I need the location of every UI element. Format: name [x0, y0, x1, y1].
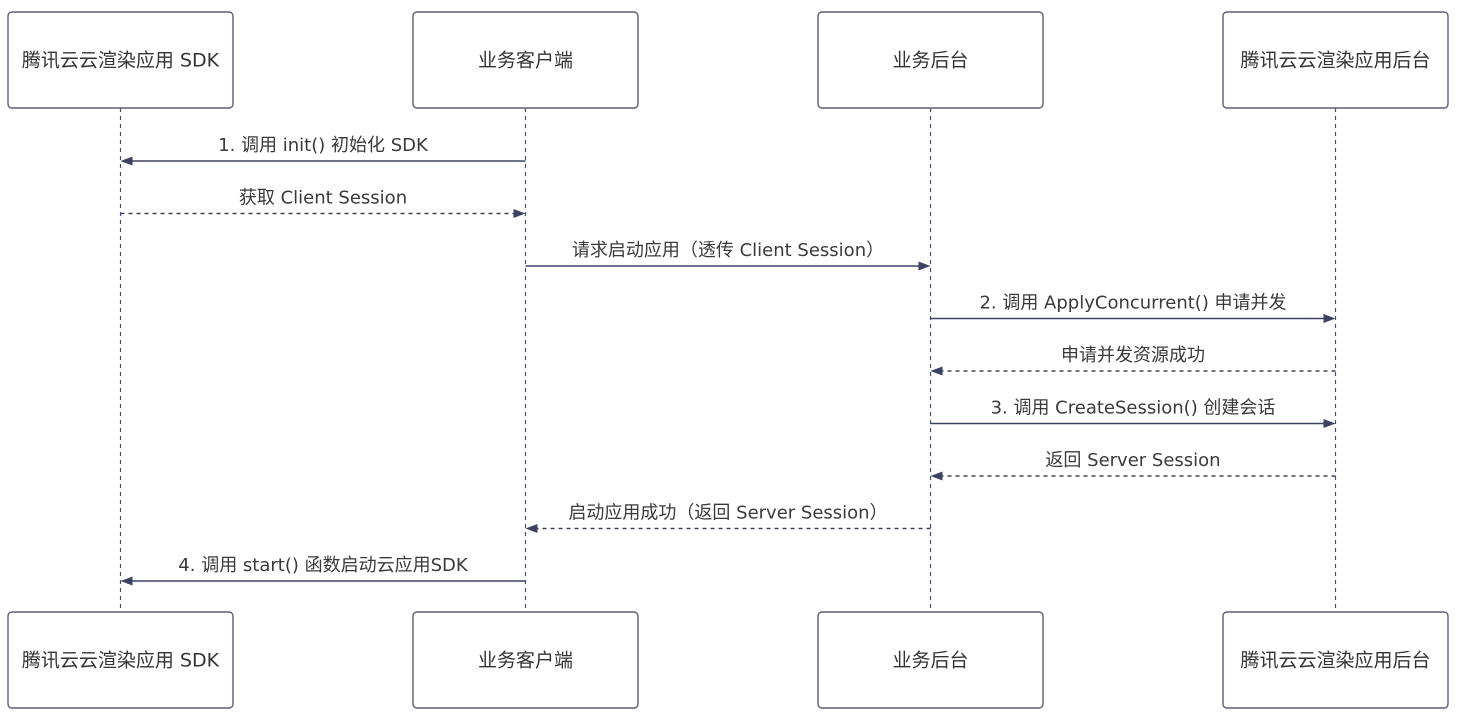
lifelines — [119, 108, 1337, 612]
participant-bottom-client: 业务客户端 — [412, 611, 639, 709]
arrowhead-icon — [1323, 419, 1336, 428]
message-1: 1. 调用 init() 初始化 SDK — [120, 135, 526, 166]
participant-label: 业务后台 — [892, 650, 968, 672]
message-2: 获取 Client Session — [120, 188, 526, 218]
participant-box — [7, 11, 234, 109]
messages: 1. 调用 init() 初始化 SDK 获取 Client Session 请求启… — [120, 135, 1336, 586]
participant-box — [1222, 11, 1449, 109]
participant-bottom-sdk: 腾讯云云渲染应用 SDK — [7, 611, 234, 709]
message-3: 请求启动应用（透传 Client Session） — [525, 240, 931, 271]
arrowhead-icon — [1323, 314, 1336, 323]
message-7: 返回 Server Session — [930, 450, 1336, 481]
participant-label: 业务后台 — [892, 50, 968, 72]
message-6: 3. 调用 CreateSession() 创建会话 — [930, 398, 1336, 428]
arrowhead-icon — [930, 366, 943, 376]
participant-label: 腾讯云云渲染应用后台 — [1240, 650, 1430, 672]
participant-box — [1222, 611, 1449, 709]
message-label: 3. 调用 CreateSession() 创建会话 — [991, 398, 1276, 419]
arrowhead-icon — [120, 576, 133, 586]
message-5: 申请并发资源成功 — [930, 345, 1336, 376]
message-label: 1. 调用 init() 初始化 SDK — [218, 135, 429, 156]
participant-label: 业务客户端 — [478, 50, 573, 72]
message-label: 请求启动应用（透传 Client Session） — [572, 240, 884, 261]
participant-box — [7, 611, 234, 709]
participant-box — [817, 611, 1044, 709]
message-9: 4. 调用 start() 函数启动云应用SDK — [120, 555, 526, 586]
message-4: 2. 调用 ApplyConcurrent() 申请并发 — [930, 293, 1336, 323]
participant-top-client: 业务客户端 — [412, 11, 639, 109]
participant-box — [817, 11, 1044, 109]
message-label: 2. 调用 ApplyConcurrent() 申请并发 — [979, 293, 1286, 314]
message-label: 4. 调用 start() 函数启动云应用SDK — [178, 555, 469, 576]
arrowhead-icon — [513, 209, 526, 218]
participant-box — [412, 611, 639, 709]
arrowhead-icon — [120, 156, 133, 166]
participant-label: 腾讯云云渲染应用 SDK — [22, 50, 220, 72]
arrowhead-icon — [930, 471, 943, 481]
participant-top-cloud: 腾讯云云渲染应用后台 — [1222, 11, 1449, 109]
participant-label: 业务客户端 — [478, 650, 573, 672]
message-label: 启动应用成功（返回 Server Session） — [568, 503, 887, 524]
participant-bottom-backend: 业务后台 — [817, 611, 1044, 709]
message-label: 申请并发资源成功 — [1061, 345, 1205, 366]
participant-bottom-cloud: 腾讯云云渲染应用后台 — [1222, 611, 1449, 709]
participant-label: 腾讯云云渲染应用 SDK — [22, 650, 220, 672]
message-label: 获取 Client Session — [239, 188, 407, 209]
participant-label: 腾讯云云渲染应用后台 — [1240, 50, 1430, 72]
message-8: 启动应用成功（返回 Server Session） — [525, 503, 931, 533]
arrowhead-icon — [918, 261, 931, 271]
participant-box — [412, 11, 639, 109]
arrowhead-icon — [525, 524, 538, 533]
participant-top-sdk: 腾讯云云渲染应用 SDK — [7, 11, 234, 109]
participant-top-backend: 业务后台 — [817, 11, 1044, 109]
message-label: 返回 Server Session — [1045, 450, 1220, 471]
